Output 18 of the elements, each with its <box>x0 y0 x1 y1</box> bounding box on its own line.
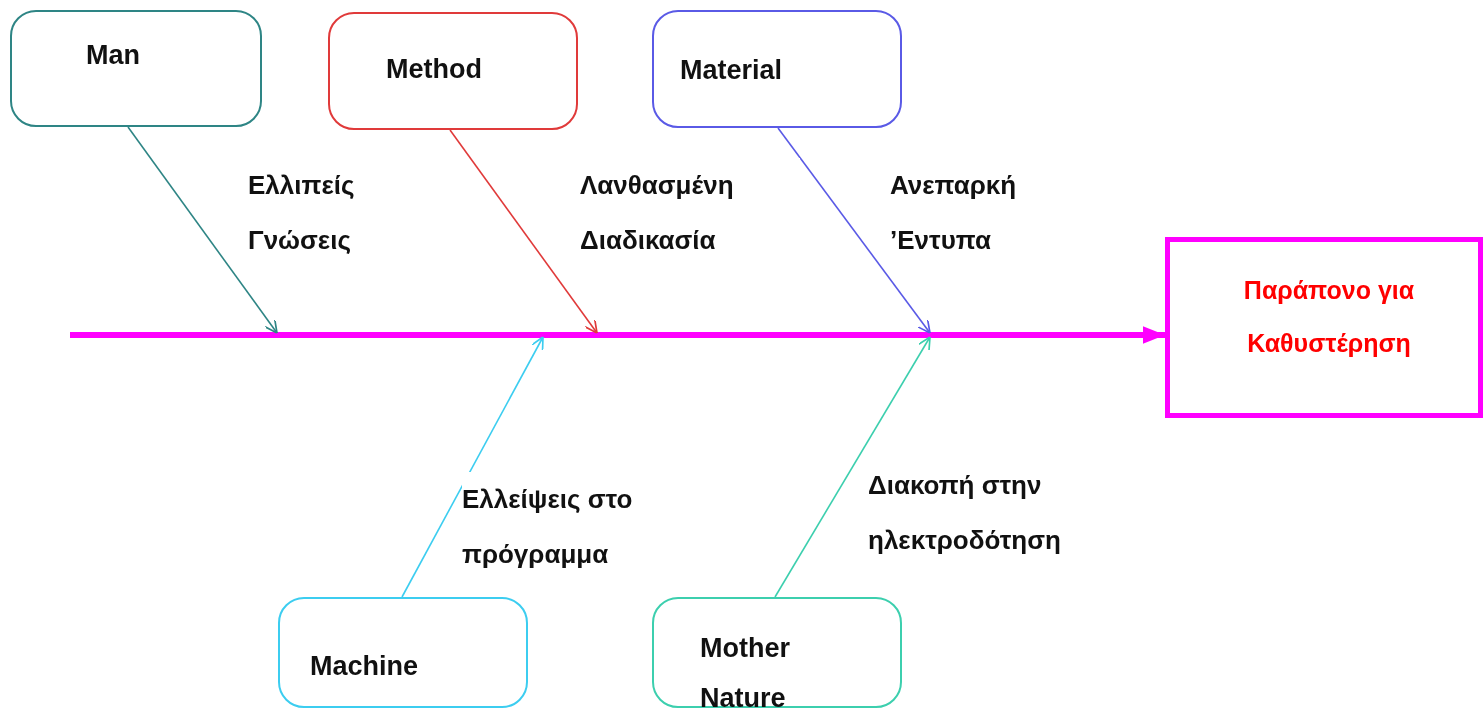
category-label: Material <box>680 54 784 87</box>
bone-arrow <box>777 127 931 334</box>
bone-arrow <box>127 126 278 334</box>
category-label: Machine <box>310 650 420 683</box>
bone-arrow <box>774 336 931 598</box>
category-box <box>10 10 262 127</box>
category-box <box>652 597 902 708</box>
effect-box <box>1165 237 1483 418</box>
bone-arrow <box>401 336 544 598</box>
spine-arrow <box>70 326 1165 344</box>
category-box <box>278 597 528 708</box>
effect-label: Παράπονο για Καθυστέρηση <box>1242 275 1416 359</box>
category-label: Man <box>86 39 141 72</box>
category-box <box>328 12 578 130</box>
bone-arrow <box>449 129 598 334</box>
category-label: Method <box>386 53 483 86</box>
category-label: Mother Nature <box>700 632 791 712</box>
category-box <box>652 10 902 128</box>
